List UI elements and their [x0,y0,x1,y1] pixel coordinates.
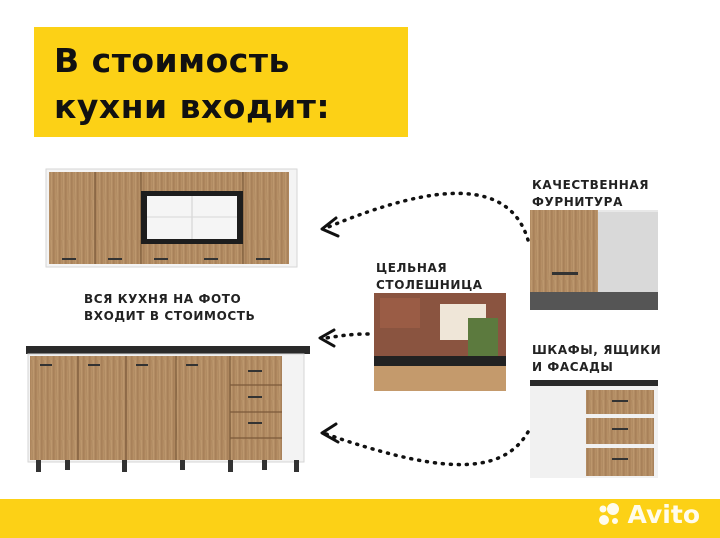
caption-cabinets-line-1: ШКАФЫ, ЯЩИКИ [532,343,662,357]
caption-countertop-line-1: ЦЕЛЬНАЯ [376,261,448,275]
avito-logo-icon [598,503,619,525]
caption-all-kitchen-line-2: ВХОДИТ В СТОИМОСТЬ [84,309,256,323]
upper-cabinets [45,168,298,268]
countertop-photo [374,293,506,391]
caption-hardware-line-1: КАЧЕСТВЕННАЯ [532,178,650,192]
caption-countertop: ЦЕЛЬНАЯ СТОЛЕШНИЦА [376,260,483,294]
caption-cabinets: ШКАФЫ, ЯЩИКИ И ФАСАДЫ [532,342,661,376]
caption-hardware: КАЧЕСТВЕННАЯ ФУРНИТУРА [532,177,649,211]
title-line-2: кухни входит: [54,87,331,126]
caption-countertop-line-2: СТОЛЕШНИЦА [376,278,483,292]
caption-hardware-line-2: ФУРНИТУРА [532,195,623,209]
arrow-heads [318,216,340,444]
avito-watermark: Avito [596,499,700,529]
caption-all-kitchen: ВСЯ КУХНЯ НА ФОТО ВХОДИТ В СТОИМОСТЬ [84,291,255,325]
dotted-arrows [324,191,530,467]
base-cabinets [26,346,310,472]
drawers-photo [530,380,658,478]
caption-all-kitchen-line-1: ВСЯ КУХНЯ НА ФОТО [84,292,242,306]
title-banner: В стоимость кухни входит: [34,27,408,137]
caption-cabinets-line-2: И ФАСАДЫ [532,360,614,374]
hardware-photo [530,210,658,310]
title-line-1: В стоимость [54,41,290,80]
avito-wordmark: Avito [627,499,700,529]
